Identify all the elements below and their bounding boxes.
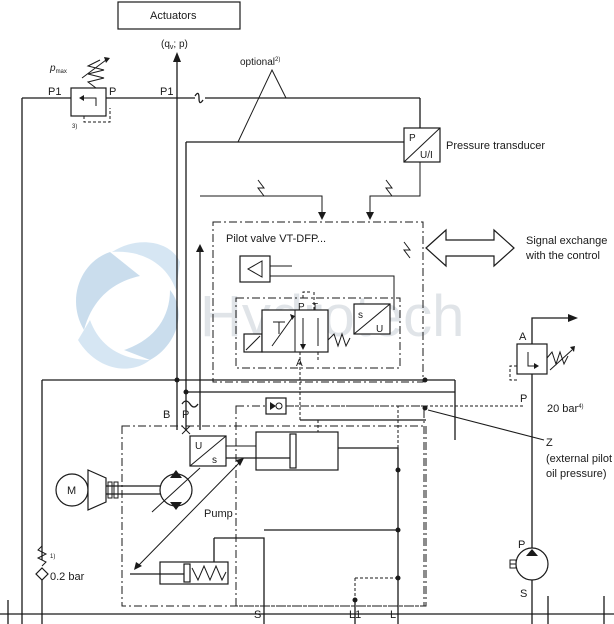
pressure-transducer-label: Pressure transducer [446,140,545,152]
amplifier-triangle-icon [246,260,263,278]
bias-spring-icon [191,564,227,582]
pump-block [121,425,427,607]
port-p1-top-label: P1 [160,86,173,98]
pilot-signal-icon [403,241,411,259]
port-s-main-label: S [254,609,261,621]
external-port-p-label: P [520,393,527,405]
z-desc-1: (external pilot [546,453,612,465]
electrical-signal-left-icon [257,179,265,197]
pilot-valve-label: Pilot valve VT-DFP... [226,233,326,245]
note-1-label: 1) [50,554,55,560]
bar20-label: 20 bar4) [547,403,584,415]
pilot-port-p-label: P [298,302,305,313]
z-label: Z [546,437,553,449]
control-cylinder [255,431,339,471]
amplifier [239,255,271,283]
signal-exchange-arrow-icon [425,228,515,268]
actuators-arrow-icon [173,52,181,62]
pump-sensor-u-label: U [195,441,202,452]
adjust-arrow-upper-icon [236,458,244,466]
coupling-bell [87,469,107,511]
bias-piston [183,563,191,583]
relief-adjust-arrow-icon [104,57,110,63]
pilot-valve-block [212,221,424,383]
actuators-box [117,1,241,30]
external-pump-arrow-icon [526,549,538,556]
check-valve [35,567,49,581]
port-l1-label: L1 [349,609,361,621]
pilot-valve-inner-block [235,297,401,369]
signal-arrow-right-icon [366,212,374,220]
motor-label: M [67,485,76,497]
port-p-relief-label: P [109,86,116,98]
flow-pressure-label: (qv; p) [161,39,188,51]
check-spring-icon [36,545,48,567]
z-desc-2: oil pressure) [546,468,607,480]
pump-label: Pump [204,508,233,520]
pump-arrow-down-icon [170,502,182,510]
signal-exchange-label-2: with the control [525,250,600,262]
control-arrow-up-icon [196,244,204,252]
external-pump-s-label: S [520,588,527,600]
external-adjust-arrow-icon [570,346,575,352]
pump-arrow-up-icon [170,470,182,478]
sensor-s-label: s [358,310,363,321]
cylinder-piston [289,433,297,469]
transducer-ui-label: U/I [420,150,433,161]
adjust-arrow-lower-icon [134,562,142,570]
pump-sensor-s-label: s [212,455,217,466]
spool-arrow-icon [290,314,295,320]
port-l-label: L [390,609,396,621]
external-valve-arrow-icon [534,363,539,369]
spool-spring-icon [327,332,351,348]
watermark-text: Hydrotech [200,284,464,349]
shuttle-arrow-icon [270,402,276,410]
signal-arrow-left-icon [318,212,326,220]
external-port-a-label: A [519,331,527,343]
external-out-arrow-icon [568,314,578,322]
pressure-relief-valve [70,87,107,117]
external-valve-spring-icon [546,350,569,366]
external-pump-p-label: P [518,539,525,551]
transducer-p-label: P [409,133,416,144]
pmax-label: pmax [49,63,67,75]
port-b-label: B [163,409,170,421]
electrical-signal-right-icon [385,179,393,197]
note-3-label: 3) [72,124,77,130]
external-pressure-valve [516,343,548,375]
port-p1-left-label: P1 [48,86,61,98]
optional-label: optional2) [240,57,280,68]
port-p-main-label: P [182,409,189,421]
sensor-u-label: U [376,324,383,335]
actuators-label: Actuators [150,10,197,22]
relief-arrow-icon [79,95,84,101]
pump-control-block [235,405,425,607]
pilot-port-t-label: T [312,302,318,313]
watermark-logo-icon [76,242,180,369]
spool-arrow-down-icon [300,344,306,350]
relief-spring-icon [86,59,105,89]
check-value-label: 0.2 bar [50,571,85,583]
signal-exchange-label-1: Signal exchange [526,235,607,247]
